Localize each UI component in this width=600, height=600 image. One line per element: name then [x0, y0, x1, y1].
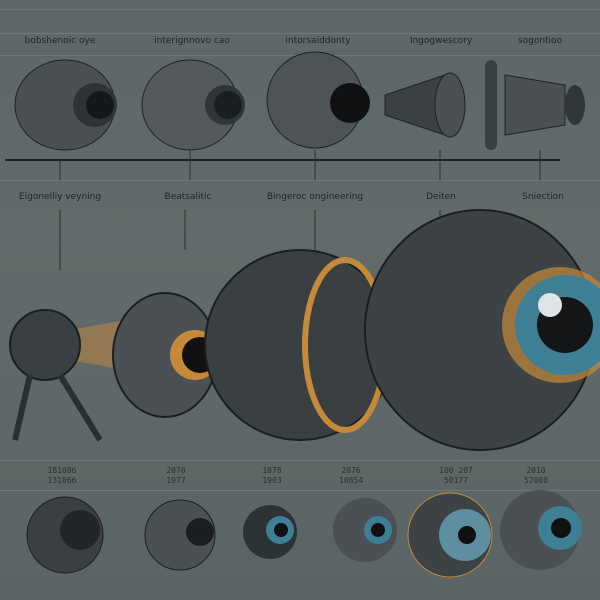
middle-label: Eigonelliy veyning [18, 192, 102, 202]
middle-label: Bingeroc ongineering [266, 192, 364, 202]
mid-eye-2 [112, 292, 220, 418]
grid-line [0, 180, 600, 181]
mid-eye-4 [364, 209, 600, 451]
top-eye-5 [485, 60, 585, 150]
bottom-eye-6 [500, 490, 582, 570]
grid-line [0, 9, 600, 10]
top-label: bobshenoic oye [24, 36, 96, 46]
grid-line [0, 460, 600, 461]
bottom-eye-1 [26, 496, 104, 574]
bottom-eye-2 [144, 499, 216, 571]
top-eye-4 [384, 72, 466, 138]
top-eye-3 [266, 51, 370, 149]
bottom-eye-3 [243, 505, 297, 559]
top-eye-1 [14, 59, 117, 151]
bottom-eye-4 [333, 498, 397, 562]
middle-label: Beatsalitic [164, 192, 212, 202]
middle-label: Sniection [522, 192, 564, 202]
bottom-eye-5 [407, 492, 493, 578]
grid-line [0, 33, 600, 34]
grid-line [0, 490, 600, 491]
top-eye-2 [141, 59, 245, 151]
middle-label: Deiten [426, 192, 456, 202]
top-label: intorsaiddonty [285, 36, 351, 46]
top-label: sogontioo [517, 36, 563, 46]
top-label: Ingogwescory [409, 36, 473, 46]
top-label: interignnovo cao [154, 36, 230, 46]
